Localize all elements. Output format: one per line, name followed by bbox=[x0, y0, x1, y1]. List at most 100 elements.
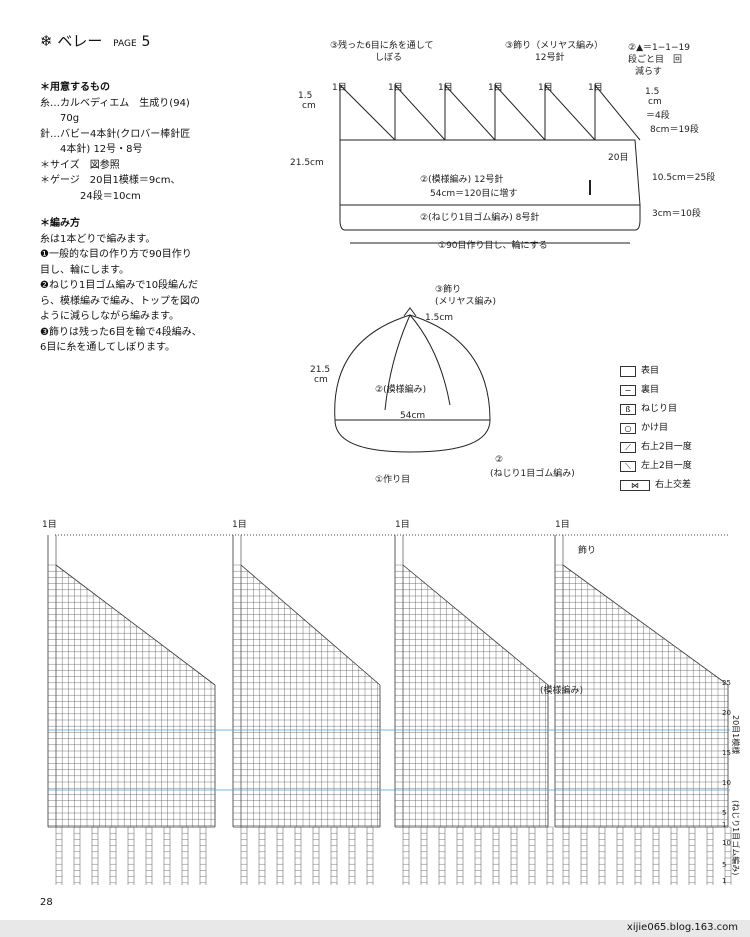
instruction-line: 糸は1本どりで編みます。 bbox=[40, 233, 156, 245]
watermark: xijie065.blog.163.com bbox=[626, 922, 738, 933]
deco-method-label: (メリヤス編み) bbox=[435, 295, 496, 307]
knit-icon bbox=[620, 366, 636, 377]
dim-10-5cm: 10.5cm＝25段 bbox=[652, 171, 715, 183]
right-decrease-icon: ⟋ bbox=[620, 442, 636, 453]
purl-icon: − bbox=[620, 385, 636, 396]
dim-cm-right: cm bbox=[648, 97, 662, 107]
cast-on-label: ①作り目 bbox=[375, 473, 410, 485]
chart-st1: 1目 bbox=[42, 519, 57, 530]
chart-st1: 1目 bbox=[555, 519, 570, 530]
size-line: ＊サイズ 図参照 bbox=[40, 159, 120, 171]
materials-line: 70g bbox=[40, 113, 80, 124]
deco-dim: 1.5cm bbox=[425, 313, 453, 323]
materials-line: 4本針) 12号・8号 bbox=[40, 144, 143, 155]
ribbing-num: ② bbox=[495, 455, 503, 465]
row-number-label: 5 bbox=[722, 861, 726, 869]
body-outline bbox=[339, 139, 641, 206]
instructions-section: ＊編み方 糸は1本どりで編みます。 ❶一般的な目の作り方で90目作り 目し、輪に… bbox=[40, 216, 240, 356]
decrease-note-2: 段ごと目 回 bbox=[628, 53, 682, 65]
height-unit: cm bbox=[314, 375, 328, 385]
dim-1-5: 1.5 bbox=[298, 91, 312, 101]
instruction-line: ら、模様編みで編み、トップを図の bbox=[40, 295, 200, 307]
decrease-note-3: 減らす bbox=[635, 65, 662, 77]
instruction-line: ❸飾りは残った6目を輪で4段編み、 bbox=[40, 326, 202, 338]
deco-label: ③飾り bbox=[435, 283, 461, 295]
beret-crown bbox=[334, 314, 491, 421]
pull-note-2: しぼる bbox=[375, 52, 402, 63]
footer-bar: xijie065.blog.163.com bbox=[0, 920, 750, 937]
chart-repeat-label: 20目1模様 bbox=[731, 715, 741, 754]
pattern-label: ②(模様編み) 12号針 bbox=[420, 173, 503, 185]
title-text: ベレー bbox=[57, 32, 103, 50]
shaping-diagram: ③残った6目に糸を通して しぼる ③飾り（メリヤス編み） 12号針 ②▲＝1−1… bbox=[290, 39, 715, 251]
deco-note: ③飾り（メリヤス編み） bbox=[505, 39, 603, 51]
chart-rib-label: (ねじり1目ゴム編み) bbox=[731, 800, 741, 875]
grid-line bbox=[55, 564, 216, 686]
stitch-count-label: 1目 bbox=[588, 82, 603, 93]
stitch-count-label: 1目 bbox=[332, 82, 347, 93]
instruction-line: ように減らしながら編みます。 bbox=[40, 311, 179, 322]
chart-pattern-label: (模様編み) bbox=[540, 684, 583, 696]
dim-20-stitches: 20目 bbox=[608, 152, 628, 163]
beret-band bbox=[334, 419, 491, 453]
cast-on-label: ①90目作り目し、輪にする bbox=[438, 239, 548, 251]
yarn-over-icon: ○ bbox=[620, 423, 636, 434]
page-title: ❄ ベレー PAGE 5 bbox=[40, 30, 150, 51]
materials-line: 糸…カルベディエム 生成り(94) bbox=[40, 97, 190, 109]
grid-line bbox=[240, 564, 381, 686]
materials-line: 針…バビー4本針(クロバー棒針匠 bbox=[40, 128, 191, 140]
instruction-line: ❷ねじり1目ゴム編みで10段編んだ bbox=[40, 280, 199, 291]
dim-4-rows: ＝4段 bbox=[646, 109, 670, 121]
chart-st1: 1目 bbox=[395, 519, 410, 530]
cross-icon: ⋈ bbox=[620, 480, 650, 491]
beret-seam bbox=[409, 314, 451, 406]
legend-item: ⋈右上交差 bbox=[620, 476, 692, 495]
knitting-chart: 1目 1目 1目 1目 飾り (模様編み) 20目1模様 (ねじり1目ゴム編み)… bbox=[42, 519, 741, 885]
dim-cm: cm bbox=[302, 101, 316, 111]
grid-line bbox=[402, 564, 549, 686]
height-dim: 21.5 bbox=[310, 365, 330, 375]
grid-line bbox=[562, 564, 729, 686]
stitch-count-label: 1目 bbox=[438, 82, 453, 93]
pull-note: ③残った6目に糸を通して bbox=[330, 39, 434, 51]
row-number-label: 5 bbox=[722, 809, 726, 817]
row-number-label: 10 bbox=[722, 839, 731, 847]
materials-section: ＊用意するもの 糸…カルベディエム 生成り(94) 70g 針…バビー4本針(ク… bbox=[40, 80, 190, 204]
legend-item: −裏目 bbox=[620, 381, 692, 400]
dim-21-5cm: 21.5cm bbox=[290, 158, 324, 168]
beret-diagram: ③飾り (メリヤス編み) 1.5cm 21.5 cm ②(模様編み) 54cm … bbox=[310, 283, 575, 485]
page-ref-number: 5 bbox=[141, 34, 151, 50]
instructions-heading: ＊編み方 bbox=[40, 218, 80, 229]
instruction-line: 6目に糸を通してしぼります。 bbox=[40, 342, 176, 353]
legend-item: ⟋右上2目一度 bbox=[620, 438, 692, 457]
pattern-label: ②(模様編み) bbox=[375, 383, 426, 395]
crown-triangles bbox=[339, 83, 641, 141]
beret-seam bbox=[384, 314, 411, 411]
gauge-line: ＊ゲージ 20目1模様＝9cm、 bbox=[40, 175, 181, 186]
increase-label: 54cm＝120目に増す bbox=[430, 187, 517, 199]
row-number-label: 1 bbox=[722, 877, 726, 885]
instruction-line: 目し、輪にします。 bbox=[40, 264, 129, 276]
stitch-count-label: 1目 bbox=[488, 82, 503, 93]
dim-1-5-right: 1.5 bbox=[645, 87, 659, 97]
deco-needle-note: 12号針 bbox=[535, 51, 564, 63]
snowflake-icon: ❄ bbox=[40, 32, 53, 50]
row-number-label: 25 bbox=[722, 679, 731, 687]
dim-3cm: 3cm＝10段 bbox=[652, 207, 701, 219]
legend-item: ⟍左上2目一度 bbox=[620, 457, 692, 476]
instruction-line: ❶一般的な目の作り方で90目作り bbox=[40, 249, 192, 260]
row-number-label: 20 bbox=[722, 709, 731, 717]
row-number-label: 10 bbox=[722, 779, 731, 787]
ribbing-label: ②(ねじり1目ゴム編み) 8号針 bbox=[420, 211, 539, 223]
materials-heading: ＊用意するもの bbox=[40, 82, 110, 93]
row-number-label: 1 bbox=[722, 821, 726, 829]
legend-item: 表目 bbox=[620, 362, 692, 381]
chart-deco-label: 飾り bbox=[578, 544, 596, 556]
ribbing-label: (ねじり1目ゴム編み) bbox=[490, 467, 575, 479]
dim-8cm: 8cm＝19段 bbox=[650, 123, 699, 135]
row-number-label: 15 bbox=[722, 749, 731, 757]
legend-item: ○かけ目 bbox=[620, 419, 692, 438]
chart-grid: 25 20 15 10 5 1 10 5 1 bbox=[47, 535, 732, 885]
page-number: 28 bbox=[40, 897, 53, 908]
